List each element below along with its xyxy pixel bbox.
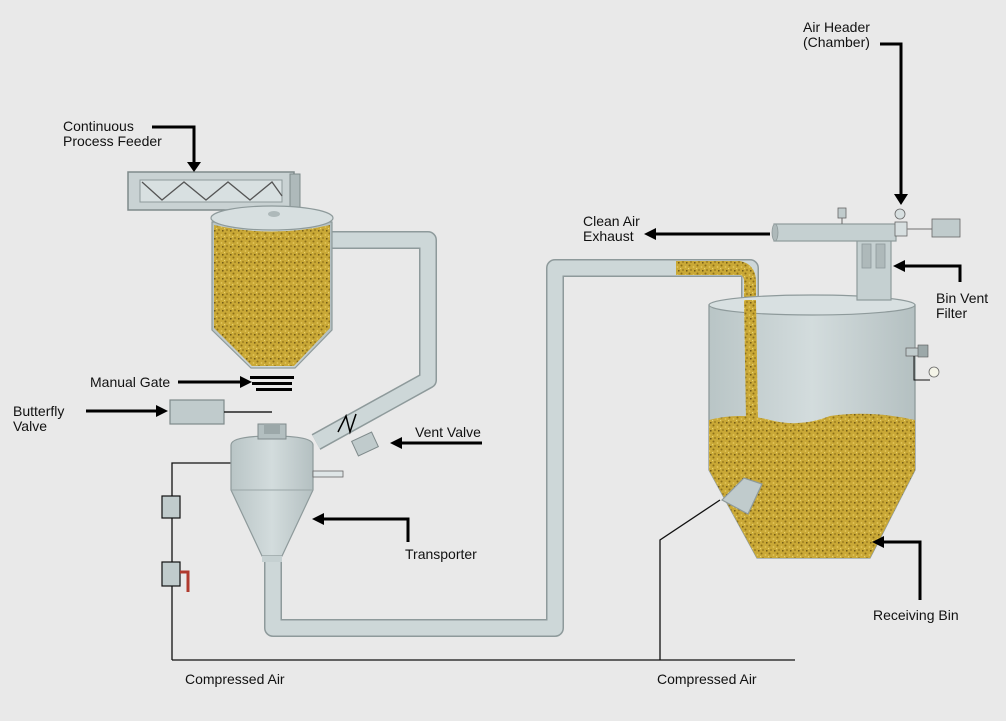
label-air-header: Air Header (Chamber): [803, 19, 874, 50]
air-line-valve-upper: [161, 495, 181, 519]
conveying-line: [264, 259, 759, 637]
hopper-material: [214, 225, 330, 366]
continuous-process-feeder: [127, 171, 301, 211]
vent-valve: [350, 431, 380, 457]
callout-arrows: [86, 42, 962, 600]
falling-material: [744, 300, 758, 420]
indicator-light-icon: [928, 366, 940, 378]
label-bin-vent-filter: Bin Vent Filter: [936, 290, 992, 321]
label-clean-air-exhaust: Clean Air Exhaust: [583, 213, 644, 244]
vent-valve-symbol: [337, 413, 357, 435]
manual-gate: [250, 376, 294, 391]
label-manual-gate: Manual Gate: [90, 374, 170, 390]
label-vent-valve: Vent Valve: [415, 424, 481, 440]
bin-material: [709, 413, 915, 558]
feeder-screw-icon: [141, 181, 283, 201]
label-compressed-air-right: Compressed Air: [657, 671, 757, 687]
air-nozzle: [721, 477, 763, 515]
feed-hopper: [210, 205, 334, 369]
label-continuous-feeder: Continuous Process Feeder: [63, 118, 162, 149]
vent-line: [311, 231, 437, 450]
transporter: [230, 423, 344, 562]
air-header: [771, 207, 961, 242]
butterfly-valve: [169, 399, 272, 425]
material-in-pipe: [676, 261, 740, 275]
label-butterfly-valve: Butterfly Valve: [13, 403, 68, 434]
label-compressed-air-left: Compressed Air: [185, 671, 285, 687]
compressed-air-lines: [171, 462, 795, 661]
label-receiving-bin: Receiving Bin: [873, 607, 959, 623]
label-transporter: Transporter: [405, 546, 477, 562]
air-line-valve-lower: [161, 561, 190, 592]
receiving-bin: [708, 294, 940, 559]
